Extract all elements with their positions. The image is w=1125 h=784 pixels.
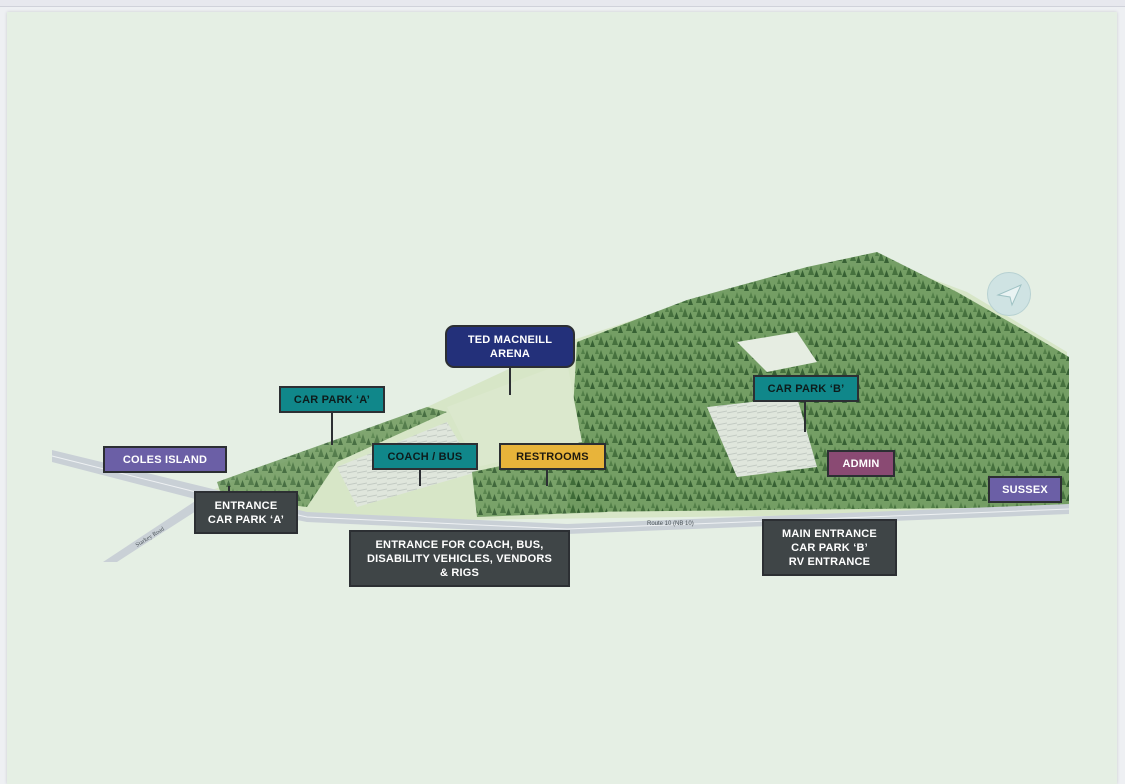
entrance-car-park-a-label: ENTRANCE CAR PARK ‘A’ [194, 491, 298, 534]
arena-field [447, 362, 582, 467]
compass-icon [987, 272, 1031, 316]
forest-west [217, 407, 447, 507]
route-10-road [52, 450, 1069, 534]
road-name-label: Route 10 (NB 10) [647, 521, 694, 527]
route-10-centerline [51, 455, 1070, 530]
entrance-coach-label: ENTRANCE FOR COACH, BUS, DISABILITY VEHI… [349, 530, 570, 587]
side-road-name-label: Starkey Road [135, 526, 166, 548]
car-park-a-label: CAR PARK ‘A’ [279, 386, 385, 413]
main-entrance-label: MAIN ENTRANCE CAR PARK ‘B’ RV ENTRANCE [762, 519, 897, 576]
starkey-road [103, 490, 224, 562]
coles-island-label: COLES ISLAND [103, 446, 227, 473]
ted-macneill-arena-label: TED MACNEILL ARENA [445, 325, 575, 368]
window-top-bar [0, 0, 1125, 7]
restrooms-label: RESTROOMS [499, 443, 606, 470]
sussex-label: SUSSEX [988, 476, 1062, 503]
forest-clearing [737, 332, 817, 372]
admin-label: ADMIN [827, 450, 895, 477]
car-park-b-label: CAR PARK ‘B’ [753, 375, 859, 402]
coach-bus-label: COACH / BUS [372, 443, 478, 470]
site-map: Route 10 (NB 10) Starkey Road [51, 252, 1070, 562]
car-park-b-lot [707, 397, 817, 477]
map-page: Route 10 (NB 10) Starkey Road COLES ISLA… [7, 12, 1117, 784]
